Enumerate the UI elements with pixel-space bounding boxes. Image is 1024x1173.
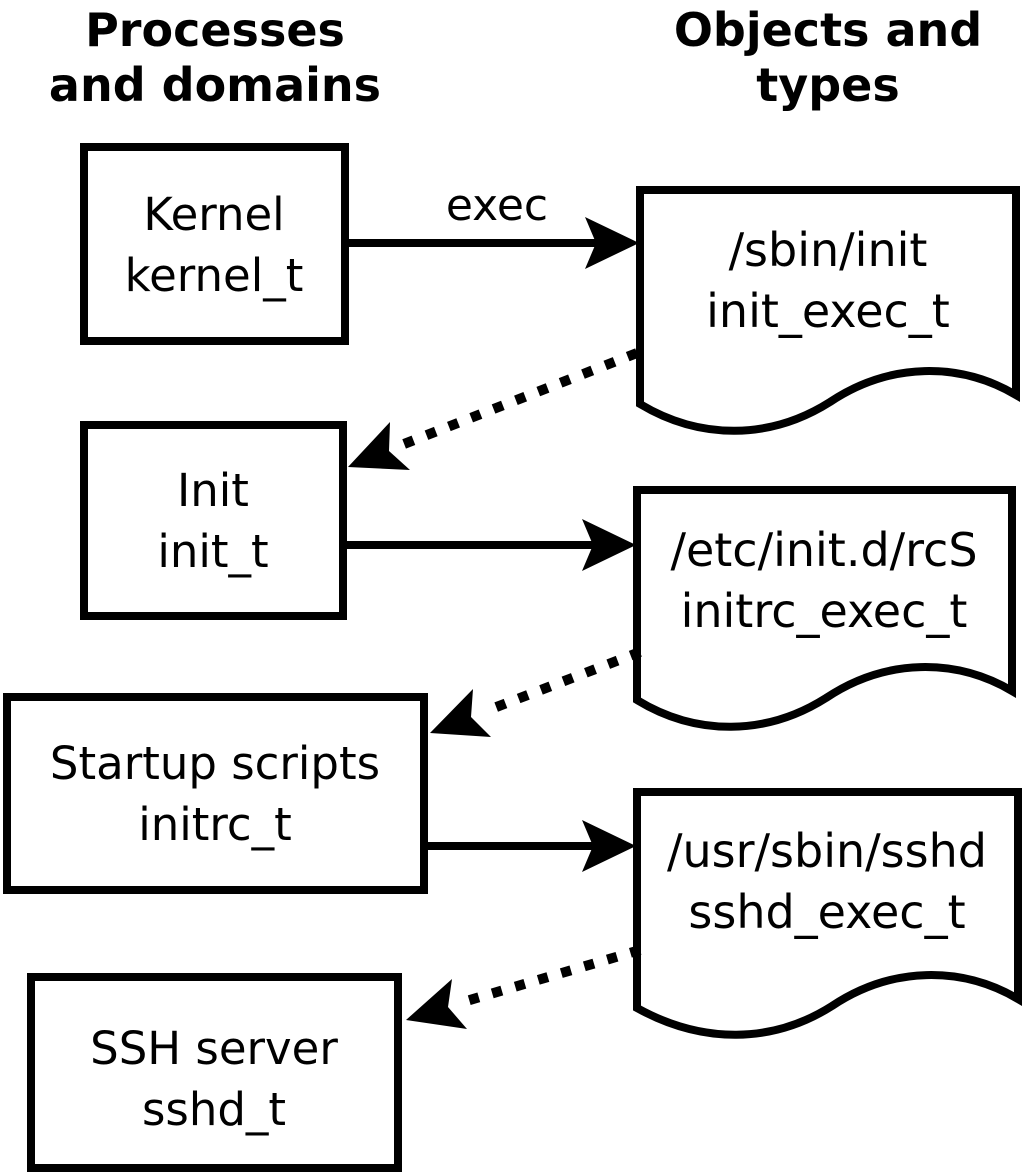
- init-box-type: init_t: [157, 525, 268, 578]
- rcs-doc-type: initrc_exec_t: [681, 584, 968, 638]
- transition-arrow-1-line: [402, 348, 639, 449]
- sbin-init-doc-path: /sbin/init: [729, 223, 928, 277]
- column-header-objects: Objects and types: [674, 3, 982, 112]
- startup-box-label: Startup scripts: [50, 737, 380, 790]
- object-doc-usr-sbin-sshd: /usr/sbin/sshd sshd_exec_t: [633, 788, 1022, 1039]
- sbin-init-doc-shape: [636, 186, 1020, 435]
- transition-arrow-3-head: [406, 979, 467, 1029]
- exec-arrow-startup-to-sshd: [428, 820, 636, 872]
- sshd-doc-path: /usr/sbin/sshd: [667, 824, 987, 878]
- exec-arrow-3-head: [582, 820, 636, 872]
- sbin-init-doc-type: init_exec_t: [706, 284, 950, 338]
- object-doc-sbin-init: /sbin/init init_exec_t: [636, 186, 1020, 435]
- transition-arrow-1-head: [348, 422, 410, 470]
- rcs-doc-path: /etc/init.d/rcS: [670, 523, 977, 577]
- startup-box-rect: [3, 693, 428, 894]
- sshd-doc-type: sshd_exec_t: [688, 885, 965, 939]
- sshd-doc-shape: [633, 788, 1022, 1039]
- header-objects-line2: types: [756, 58, 899, 112]
- kernel-box-type: kernel_t: [125, 249, 304, 302]
- header-processes-line1: Processes: [85, 3, 345, 57]
- exec-arrow-label: exec: [446, 180, 548, 231]
- transition-arrow-2-head: [430, 689, 491, 737]
- object-doc-etc-initd-rcs: /etc/init.d/rcS initrc_exec_t: [633, 486, 1016, 731]
- header-processes-line2: and domains: [49, 58, 381, 112]
- process-box-ssh-server: SSH server sshd_t: [27, 973, 402, 1172]
- startup-box-type: initrc_t: [138, 798, 292, 851]
- transition-arrow-2-line: [484, 647, 642, 716]
- exec-arrow-kernel-to-init: exec: [349, 180, 639, 269]
- transition-arrow-sshd-exec-to-sshd: [406, 945, 642, 1029]
- process-box-startup-scripts: Startup scripts initrc_t: [3, 693, 428, 894]
- ssh-box-label: SSH server: [90, 1022, 338, 1075]
- ssh-box-rect: [27, 973, 402, 1172]
- header-objects-line1: Objects and: [674, 3, 982, 57]
- exec-arrow-1-head: [585, 217, 639, 269]
- kernel-box-rect: [80, 143, 349, 345]
- transition-arrow-3-line: [461, 945, 642, 1007]
- exec-arrow-init-to-rcs: [347, 519, 636, 571]
- transition-arrow-initrc-exec-to-initrc: [430, 647, 642, 737]
- exec-arrow-2-head: [582, 519, 636, 571]
- process-box-init: Init init_t: [80, 421, 347, 620]
- init-box-rect: [80, 421, 347, 620]
- ssh-box-type: sshd_t: [142, 1083, 286, 1136]
- column-header-processes: Processes and domains: [49, 3, 381, 112]
- kernel-box-label: Kernel: [143, 188, 284, 241]
- init-box-label: Init: [177, 464, 249, 517]
- transition-arrow-init-exec-to-init: [348, 348, 639, 470]
- process-box-kernel: Kernel kernel_t: [80, 143, 349, 345]
- rcs-doc-shape: [633, 486, 1016, 731]
